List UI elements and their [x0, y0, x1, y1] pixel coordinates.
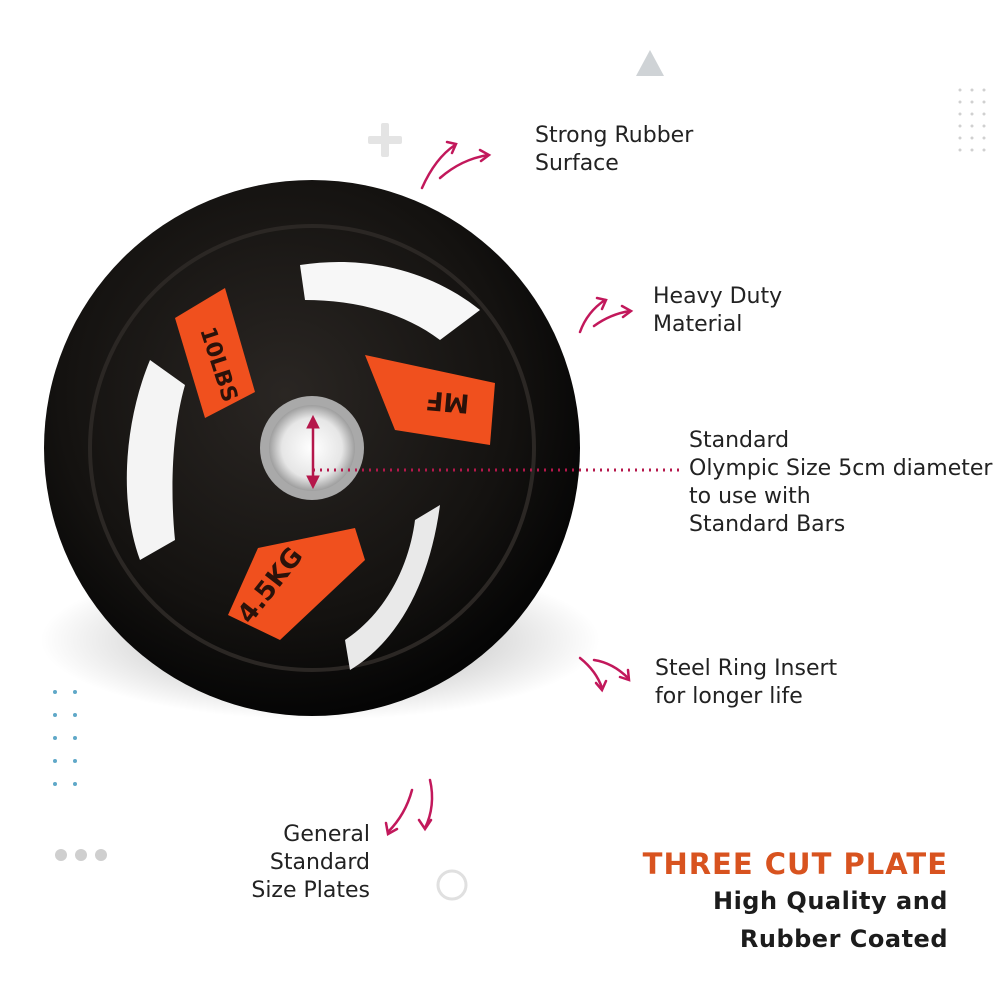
callout-line: to use with [689, 484, 811, 509]
arrow-icon [384, 778, 434, 836]
callout-line: Surface [535, 151, 619, 176]
callout-olympic-size: Standard Olympic Size 5cm diameter to us… [689, 427, 992, 539]
headline-line-1: High Quality and [712, 887, 948, 915]
headline-line-2: Rubber Coated [739, 925, 948, 953]
headline-block: THREE CUT PLATE High Quality and Rubber … [643, 846, 948, 958]
arrow-icon [420, 140, 492, 190]
arrow-icon [578, 656, 631, 693]
callout-line: Standard [689, 428, 790, 453]
dots-icon [53, 690, 77, 786]
callout-heavy-duty: Heavy Duty Material [653, 283, 782, 339]
callout-rubber-surface: Strong Rubber Surface [535, 122, 693, 178]
plate-cutout [126, 360, 185, 560]
arrow-icon [578, 296, 634, 334]
callout-line: General [283, 822, 370, 847]
callout-line: Strong Rubber [535, 123, 694, 148]
plate-brand: MF [425, 384, 471, 418]
plate-cutout [345, 505, 440, 670]
callout-line: Steel Ring Insert [655, 656, 838, 681]
callout-line: Standard [269, 850, 370, 875]
callout-line: Material [653, 312, 743, 337]
circle-icon [436, 869, 468, 901]
triangle-icon [636, 50, 664, 76]
label-kg [228, 528, 365, 640]
label-lbs [175, 288, 255, 418]
callout-general-size: General Standard Size Plates [244, 821, 370, 905]
dots-icon [55, 849, 107, 861]
plus-icon [368, 123, 402, 157]
label-mf [365, 355, 495, 445]
dots-icon [958, 88, 986, 152]
callout-line: Heavy Duty [653, 284, 783, 309]
callout-steel-ring: Steel Ring Insert for longer life [655, 655, 837, 711]
callout-line: for longer life [655, 684, 803, 709]
callout-line: Standard Bars [689, 512, 846, 537]
headline-title: THREE CUT PLATE [642, 847, 948, 881]
diameter-indicator [306, 414, 680, 490]
callout-line: Size Plates [251, 878, 370, 903]
plate-cutout [300, 262, 480, 340]
callout-line: Olympic Size 5cm diameter [689, 456, 993, 481]
